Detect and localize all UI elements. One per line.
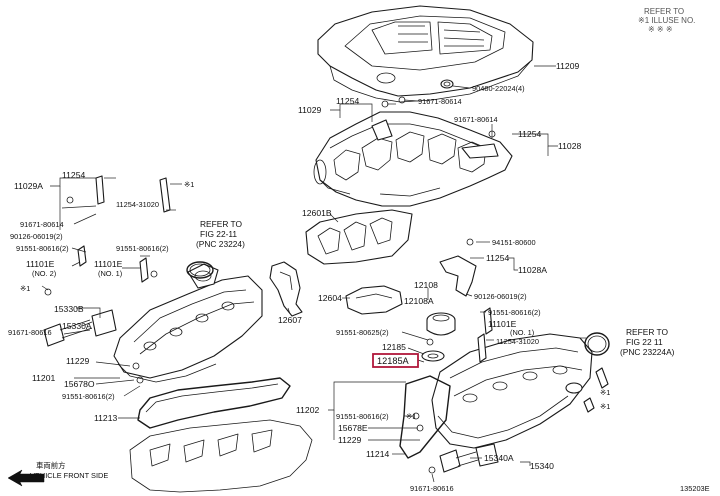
vvt-oil-control-valve-15340A[interactable] <box>439 443 499 473</box>
label-11254-a[interactable]: 11254 <box>336 96 359 106</box>
label-11101E-c[interactable]: 11101E <box>488 319 517 329</box>
label-90126-a[interactable]: 90126-06019(2) <box>10 232 63 241</box>
label-12601B[interactable]: 12601B <box>302 208 332 218</box>
oil-filler-cap-12108[interactable] <box>426 312 456 336</box>
label-15330A[interactable]: 15330A <box>62 321 92 331</box>
label-star1-e: ※1 <box>600 402 610 411</box>
bracket-12607[interactable] <box>269 261 303 317</box>
label-12185[interactable]: 12185 <box>382 342 406 352</box>
oil-filler-12185[interactable] <box>421 350 445 362</box>
heat-insulator-12604[interactable] <box>345 285 403 315</box>
label-12185A[interactable]: 12185A <box>377 356 410 366</box>
bracket-11028A[interactable] <box>439 238 477 297</box>
label-15330B[interactable]: 15330B <box>54 304 84 314</box>
label-12108A[interactable]: 12108A <box>404 296 434 306</box>
label-90480[interactable]: 90480-22024(4) <box>472 84 525 93</box>
svg-text:VEHICLE FRONT SIDE: VEHICLE FRONT SIDE <box>30 471 108 480</box>
label-11101E-c-no: (NO. 1) <box>510 328 534 337</box>
highlight-12185A <box>372 353 419 368</box>
sensor-11101E-right[interactable] <box>477 307 493 363</box>
svg-text:※ ※ ※: ※ ※ ※ <box>648 25 673 34</box>
label-91671-d[interactable]: 91671-80616 <box>8 328 52 337</box>
gasket-11213[interactable] <box>137 377 291 429</box>
intake-manifold-11028[interactable] <box>313 111 513 207</box>
label-12108[interactable]: 12108 <box>414 280 438 290</box>
vvt-oil-control-valve-15330A[interactable] <box>43 309 117 347</box>
arrow-left-icon <box>7 469 45 487</box>
label-11213[interactable]: 11213 <box>94 413 117 423</box>
label-11254-b[interactable]: 11254 <box>518 129 541 139</box>
part-labels: 11209 90480-22024(4) 11029 11254 91671-8… <box>8 61 610 493</box>
label-11029A[interactable]: 11029A <box>14 181 43 191</box>
vehicle-front-indicator: 車両前方 VEHICLE FRONT SIDE <box>7 461 108 487</box>
label-11209[interactable]: 11209 <box>556 61 579 71</box>
gasket-11214[interactable] <box>399 375 451 459</box>
svg-text:※1 ILLUSE NO.: ※1 ILLUSE NO. <box>638 16 695 25</box>
ref-note-23224A[interactable]: REFER TO FIG 22 11 (PNC 23224A) <box>620 327 675 357</box>
label-star1-b: ※1 <box>20 284 30 293</box>
label-11028A[interactable]: 11028A <box>518 265 547 275</box>
ref-note-23224[interactable]: REFER TO FIG 22-11 (PNC 23224) <box>196 219 245 249</box>
label-12607[interactable]: 12607 <box>278 315 302 325</box>
ring-gasket-23224 <box>186 261 214 279</box>
cylinder-head-cover-11202[interactable] <box>431 333 593 449</box>
svg-text:車両前方: 車両前方 <box>36 461 66 470</box>
label-star1-c: ※1 <box>406 412 416 421</box>
label-star1-a: ※1 <box>184 180 194 189</box>
label-15340[interactable]: 15340 <box>530 461 554 471</box>
label-94151[interactable]: 94151-80600 <box>492 238 536 247</box>
figure-id: 135203E <box>680 484 710 493</box>
intake-lower-12601B[interactable] <box>305 209 413 265</box>
label-11254-c[interactable]: 11254 <box>62 170 85 180</box>
label-91551-c[interactable]: 91551-80616(2) <box>488 308 541 317</box>
label-11202[interactable]: 11202 <box>296 405 319 415</box>
label-91551-a[interactable]: 91551-80616(2) <box>16 244 69 253</box>
bolts-right <box>44 196 609 474</box>
label-15340A[interactable]: 15340A <box>484 453 514 463</box>
label-11029[interactable]: 11029 <box>298 105 321 115</box>
label-11254-d[interactable]: 11254 <box>486 253 509 263</box>
label-11028[interactable]: 11028 <box>558 141 581 151</box>
label-91551-f[interactable]: 91551-80616(2) <box>336 412 389 421</box>
svg-text:REFER TO: REFER TO <box>626 327 669 337</box>
label-11229-a[interactable]: 11229 <box>66 356 89 366</box>
label-91551-d[interactable]: 91551-80625(2) <box>336 328 389 337</box>
leader-lines <box>41 65 586 483</box>
label-11101E-b[interactable]: 11101E <box>94 259 123 269</box>
label-11101E-b-no: (NO. 1) <box>98 269 122 278</box>
label-90126-b[interactable]: 90126-06019(2) <box>474 292 527 301</box>
sensor-11101E-left[interactable] <box>77 175 171 283</box>
label-11214[interactable]: 11214 <box>366 449 389 459</box>
label-91551-e[interactable]: 91551-80616(2) <box>62 392 115 401</box>
label-11254-31020-a[interactable]: 11254-31020 <box>116 200 159 209</box>
label-15678O[interactable]: 15678O <box>64 379 95 389</box>
label-91671-b[interactable]: 91671-80614 <box>454 115 498 124</box>
svg-text:FIG 22-11: FIG 22-11 <box>200 229 237 239</box>
svg-text:(PNC 23224): (PNC 23224) <box>196 239 245 249</box>
label-11229-b[interactable]: 11229 <box>338 435 361 445</box>
cylinder-head-left <box>129 419 313 493</box>
label-91671-a[interactable]: 91671-80614 <box>418 97 462 106</box>
label-91671-c[interactable]: 91671-80614 <box>20 220 64 229</box>
label-12604[interactable]: 12604 <box>318 293 342 303</box>
corner-note: REFER TO ※1 ILLUSE NO. ※ ※ ※ <box>638 7 695 34</box>
svg-text:REFER TO: REFER TO <box>200 219 243 229</box>
label-91551-b[interactable]: 91551-80616(2) <box>116 244 169 253</box>
label-91671-e[interactable]: 91671-80616 <box>410 484 454 493</box>
label-star1-d: ※1 <box>600 388 610 397</box>
label-11101E-a[interactable]: 11101E <box>26 259 55 269</box>
ring-gasket-23224A <box>584 332 610 356</box>
label-11254-31020-b[interactable]: 11254-31020 <box>496 337 539 346</box>
svg-text:(PNC 23224A): (PNC 23224A) <box>620 347 675 357</box>
label-15678E[interactable]: 15678E <box>338 423 368 433</box>
grommet-90480[interactable] <box>440 79 454 89</box>
cylinder-head-cover-11201[interactable] <box>113 263 263 383</box>
svg-text:FIG 22 11: FIG 22 11 <box>626 337 663 347</box>
label-11201[interactable]: 11201 <box>32 373 55 383</box>
svg-text:REFER TO: REFER TO <box>644 7 684 16</box>
label-11101E-a-no: (NO. 2) <box>32 269 56 278</box>
